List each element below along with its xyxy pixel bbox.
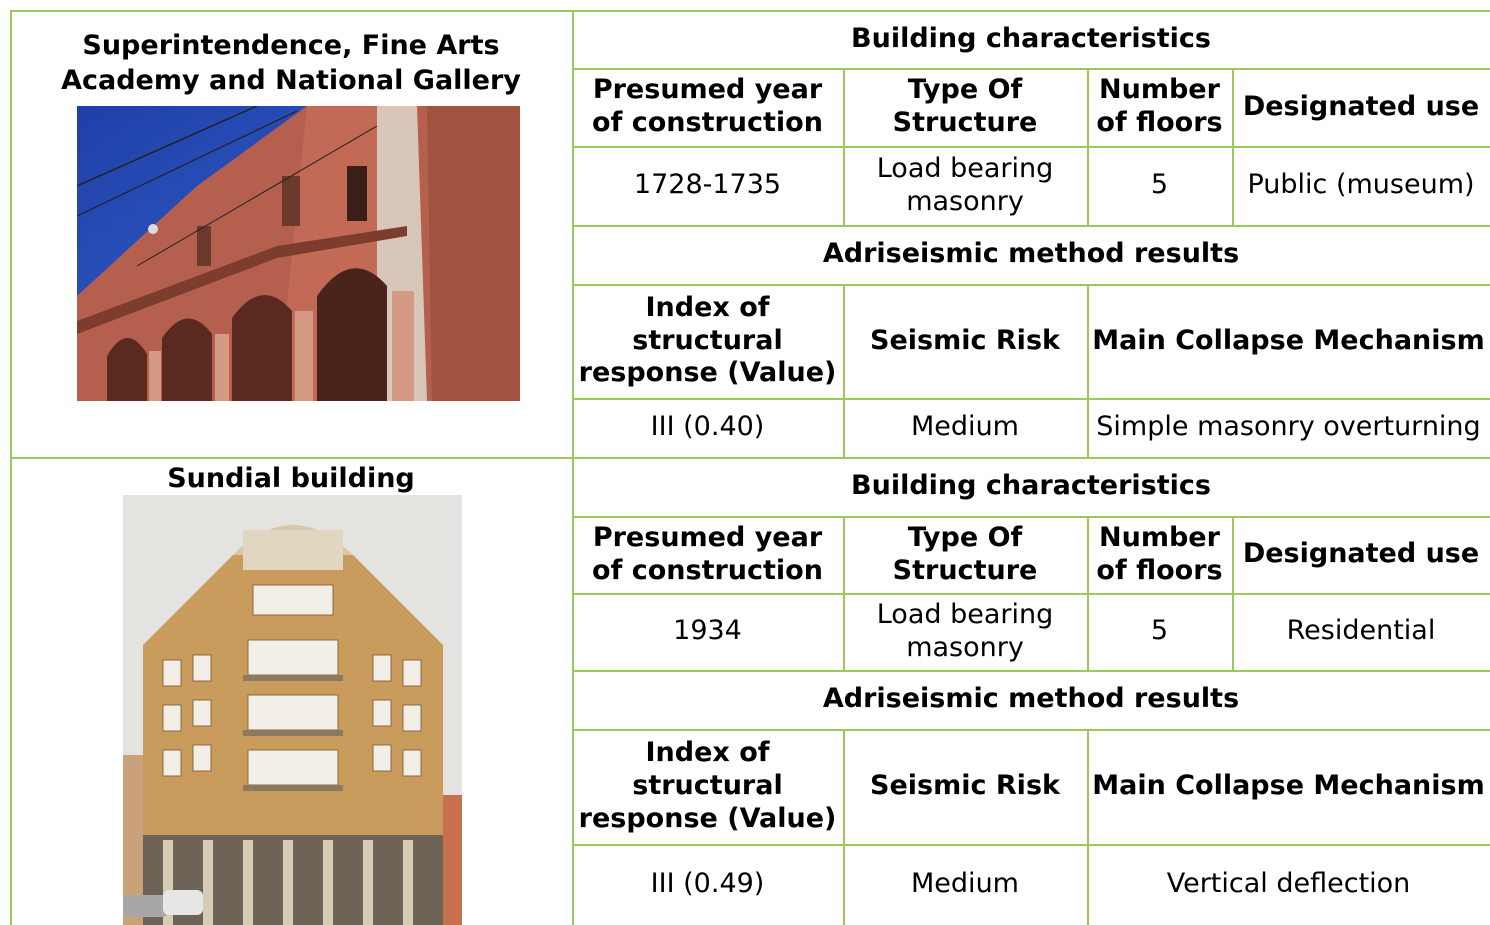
building-name: Superintendence, Fine Arts Academy and N… bbox=[10, 28, 572, 98]
value-risk: Medium bbox=[911, 868, 1019, 900]
grid-line bbox=[1087, 729, 1089, 925]
building-name-line: Sundial building bbox=[167, 463, 415, 494]
grid-line bbox=[10, 457, 1490, 459]
value-mechanism: Vertical deflection bbox=[1166, 868, 1411, 900]
arcade-facade-icon bbox=[77, 106, 520, 401]
characteristics-title: Building characteristics bbox=[851, 22, 1211, 54]
grid-line bbox=[572, 225, 1490, 227]
header-year: Presumed year of construction bbox=[592, 74, 823, 138]
grid-line bbox=[843, 284, 845, 457]
grid-line bbox=[572, 10, 574, 925]
header-risk: Seismic Risk bbox=[870, 770, 1060, 802]
corner-building-photo bbox=[123, 495, 462, 925]
value-floors: 5 bbox=[1150, 615, 1169, 647]
value-use: Residential bbox=[1286, 615, 1436, 647]
grid-line bbox=[1087, 516, 1089, 670]
grid-line bbox=[1087, 68, 1089, 225]
value-risk: Medium bbox=[911, 411, 1019, 443]
grid-line bbox=[572, 844, 1490, 846]
grid-line bbox=[572, 398, 1490, 400]
grid-line bbox=[572, 729, 1490, 731]
grid-line bbox=[1087, 284, 1089, 457]
value-index: III (0.40) bbox=[650, 411, 765, 443]
building-name-line: Superintendence, Fine Arts bbox=[82, 30, 500, 61]
value-structure: Load bearing masonry bbox=[876, 598, 1054, 663]
grid-line bbox=[572, 516, 1490, 518]
characteristics-title: Building characteristics bbox=[851, 470, 1211, 502]
grid-line bbox=[843, 68, 845, 225]
header-index: Index of structural response (Value) bbox=[578, 291, 837, 389]
corner-building-icon bbox=[123, 495, 462, 925]
header-risk: Seismic Risk bbox=[870, 324, 1060, 356]
header-index: Index of structural response (Value) bbox=[578, 737, 837, 834]
value-index: III (0.49) bbox=[650, 868, 765, 900]
grid-line bbox=[572, 146, 1490, 148]
header-mechanism: Main Collapse Mechanism bbox=[1092, 770, 1485, 802]
header-floors: Number of floors bbox=[1096, 74, 1223, 138]
value-structure: Load bearing masonry bbox=[876, 152, 1054, 217]
results-title: Adriseismic method results bbox=[822, 683, 1240, 715]
grid-line bbox=[572, 593, 1490, 595]
header-use: Designated use bbox=[1242, 90, 1480, 122]
header-floors: Number of floors bbox=[1096, 521, 1223, 586]
header-use: Designated use bbox=[1242, 538, 1480, 570]
grid-line bbox=[843, 516, 845, 670]
grid-line bbox=[572, 284, 1490, 286]
header-structure: Type Of Structure bbox=[892, 521, 1038, 586]
value-year: 1728-1735 bbox=[633, 169, 782, 201]
building-name-line: Academy and National Gallery bbox=[61, 65, 521, 97]
results-title: Adriseismic method results bbox=[822, 238, 1240, 270]
grid-line bbox=[10, 10, 1490, 12]
header-mechanism: Main Collapse Mechanism bbox=[1092, 324, 1485, 356]
header-year: Presumed year of construction bbox=[592, 521, 823, 586]
grid-line bbox=[10, 10, 12, 925]
grid-line bbox=[572, 68, 1490, 70]
value-mechanism: Simple masonry overturning bbox=[1096, 411, 1481, 443]
grid-line bbox=[1232, 68, 1234, 225]
value-use: Public (museum) bbox=[1247, 169, 1475, 201]
grid-line bbox=[843, 729, 845, 925]
value-year: 1934 bbox=[673, 615, 742, 647]
arcade-facade-photo bbox=[77, 106, 520, 401]
header-structure: Type Of Structure bbox=[892, 74, 1038, 138]
value-floors: 5 bbox=[1150, 169, 1169, 201]
building-name: Sundial building bbox=[10, 461, 572, 496]
grid-line bbox=[1232, 516, 1234, 670]
grid-line bbox=[572, 670, 1490, 672]
